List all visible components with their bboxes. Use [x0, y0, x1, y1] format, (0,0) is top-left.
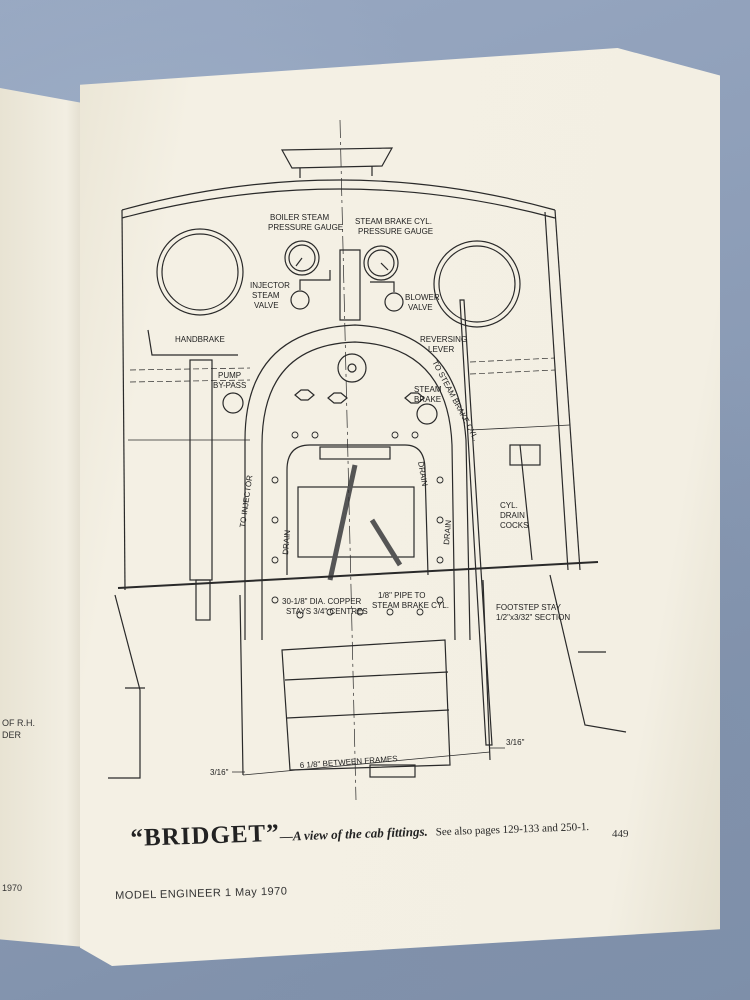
brake-pressure-gauge	[363, 245, 399, 281]
label-pump: BY-PASS	[213, 381, 246, 390]
reversing-lever	[459, 299, 493, 746]
caption-see-also: See also pages 129-133 and 250-1.	[435, 820, 590, 839]
label-brake-gauge: PRESSURE GAUGE	[358, 227, 433, 236]
label-injector: STEAM	[252, 291, 280, 300]
label-handbrake: HANDBRAKE	[175, 335, 225, 344]
label-boiler-gauge: PRESSURE GAUGE	[268, 223, 343, 232]
injector-steam-valve	[290, 290, 310, 310]
firebox-opening	[286, 444, 429, 576]
label-brake-gauge: STEAM BRAKE CYL.	[355, 217, 432, 226]
dome-cap	[280, 147, 394, 169]
label-cyl-drain: DRAIN	[500, 511, 525, 520]
label-reversing: REVERSING	[420, 335, 467, 344]
label-dim-left: 3/16"	[210, 768, 229, 777]
left-page-fragment: DER	[2, 730, 22, 740]
label-drain-left: DRAIN	[281, 529, 292, 555]
steam-brake-valve	[416, 403, 438, 425]
right-spectacle-window	[433, 240, 521, 328]
caption-subtitle: —A view of the cab fittings.	[279, 823, 429, 844]
label-steam-brake: BRAKE	[414, 395, 441, 404]
label-blower: BLOWER	[405, 293, 440, 302]
label-steam-brake: STEAM	[414, 385, 442, 394]
label-cyl-drain: CYL.	[500, 501, 518, 510]
steam-manifold	[339, 249, 361, 321]
blower-valve	[384, 292, 404, 312]
boiler-pressure-gauge	[284, 240, 320, 276]
right-footstep	[549, 574, 627, 733]
footplate	[117, 561, 599, 589]
left-spectacle-window	[156, 228, 244, 316]
label-pump: PUMP	[218, 371, 241, 380]
label-drain-mid: DRAIN	[416, 461, 429, 487]
label-boiler-gauge: BOILER STEAM	[270, 213, 329, 222]
label-reversing: LEVER	[428, 345, 454, 354]
label-footstep: 1/2"x3/32" SECTION	[496, 613, 570, 622]
label-pipe: STEAM BRAKE CYL.	[372, 601, 449, 610]
label-injector: INJECTOR	[250, 281, 290, 290]
left-footstep	[108, 594, 141, 779]
boiler-backhead	[244, 324, 471, 641]
label-injector: VALVE	[254, 301, 279, 310]
magazine-page	[80, 48, 720, 966]
left-page: OF R.H. DER 1970	[0, 88, 95, 948]
label-stays: 30-1/8" DIA. COPPER	[282, 597, 362, 606]
label-footstep: FOOTSTEP STAY	[496, 603, 562, 612]
label-pipe: 1/8" PIPE TO	[378, 591, 425, 600]
page-number: 449	[612, 828, 629, 840]
label-stays: STAYS 3/4" CENTRES	[286, 607, 368, 616]
label-to-injector: TO INJECTOR	[238, 474, 254, 528]
handbrake-column	[189, 359, 213, 581]
caption-title: “BRIDGET”	[130, 819, 281, 852]
label-blower: VALVE	[408, 303, 433, 312]
label-dim-right: 3/16"	[506, 738, 525, 747]
label-drain-right: DRAIN	[442, 519, 453, 545]
left-page-fragment: OF R.H.	[2, 718, 35, 728]
cab-right-side	[554, 209, 581, 571]
pump-bypass-valve	[222, 392, 244, 414]
firehole-door	[297, 486, 415, 558]
label-cyl-drain: COCKS	[500, 521, 528, 530]
ashpan	[281, 639, 451, 771]
cab-roof	[121, 179, 556, 211]
regulator-boss	[337, 353, 367, 383]
cab-left-side	[121, 209, 126, 591]
left-page-fragment: 1970	[2, 883, 23, 893]
